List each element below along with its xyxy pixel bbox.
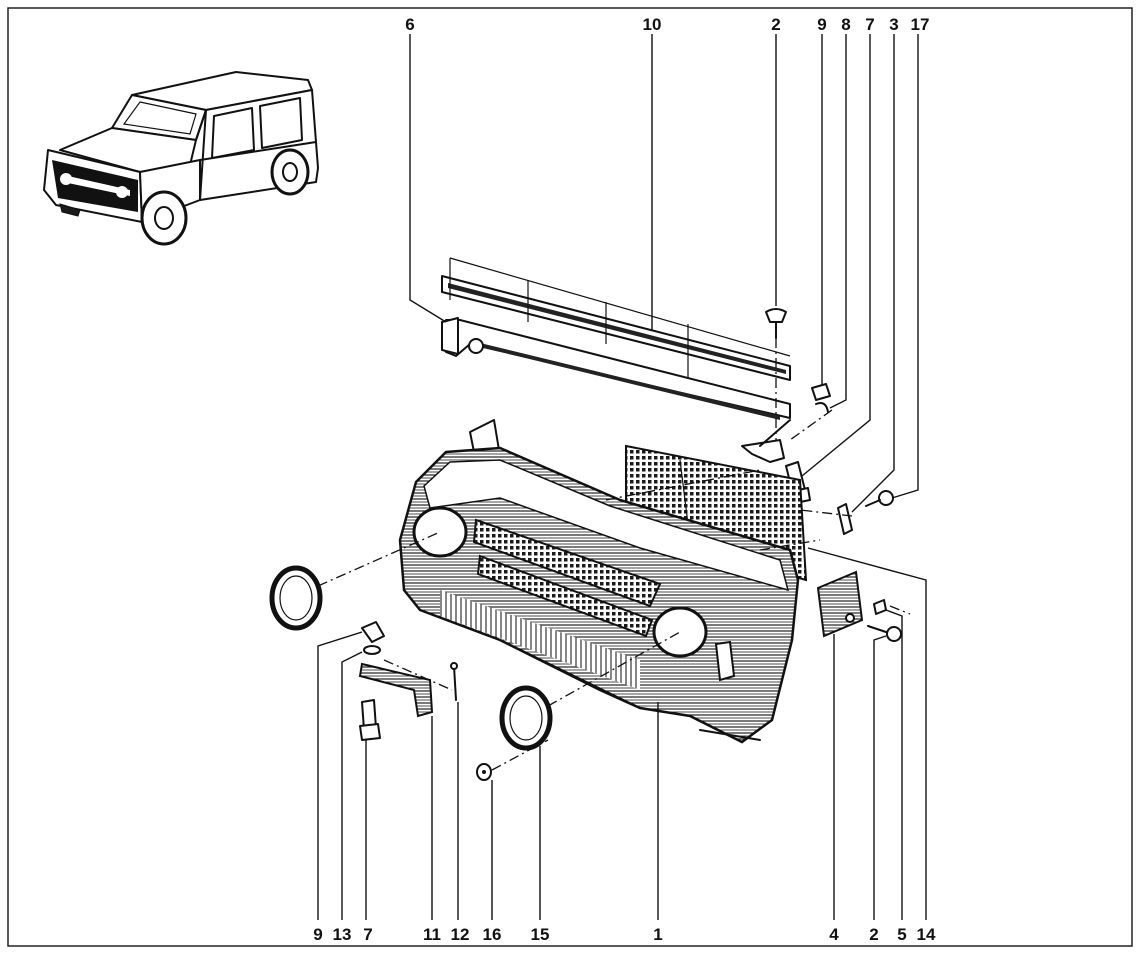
callout-bottom-11: 11 [423, 925, 441, 944]
callout-top-2: 2 [771, 15, 780, 34]
callout-bottom-5: 5 [897, 925, 906, 944]
frame-border [7, 7, 1133, 947]
callout-bottom-14: 14 [917, 925, 936, 944]
headlamp-ring-right [499, 685, 553, 751]
callout-top-8: 8 [841, 15, 850, 34]
callout-top-7: 7 [865, 15, 874, 34]
callout-bottom-2: 2 [869, 925, 878, 944]
assembly-center-lines [317, 338, 911, 771]
callout-top-3: 3 [889, 15, 898, 34]
callout-top-10: 10 [643, 15, 662, 34]
callouts-bottom: 9 13 7 11 12 16 15 1 4 2 5 14 [313, 925, 936, 944]
callout-bottom-9: 9 [313, 925, 322, 944]
callout-top-9: 9 [817, 15, 826, 34]
callout-bottom-16: 16 [483, 925, 502, 944]
callout-top-17: 17 [911, 15, 930, 34]
leader-lines [317, 34, 927, 920]
callout-top-6: 6 [405, 15, 414, 34]
callouts-top: 6 10 2 9 8 7 3 17 [405, 15, 929, 34]
callout-bottom-15: 15 [531, 925, 550, 944]
front-grille-panel [398, 419, 800, 744]
callout-bottom-1: 1 [653, 925, 662, 944]
callout-bottom-13: 13 [333, 925, 352, 944]
upper-cross-member [441, 257, 791, 463]
callout-bottom-4: 4 [829, 925, 839, 944]
lower-fasteners [358, 621, 492, 781]
side-bracket [816, 570, 902, 642]
callout-bottom-12: 12 [451, 925, 470, 944]
headlamp-ring-left [269, 565, 323, 631]
vehicle-illustration [43, 71, 319, 246]
callout-bottom-7: 7 [363, 925, 372, 944]
